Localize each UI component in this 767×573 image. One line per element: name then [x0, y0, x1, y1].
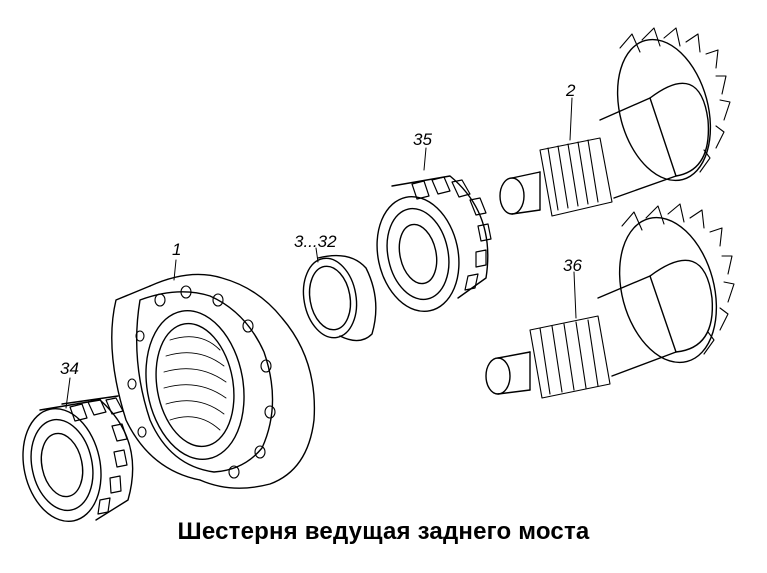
callout-1: 1	[172, 240, 182, 259]
leader-lines	[65, 97, 577, 409]
callout-2: 2	[566, 81, 576, 100]
pinion-2-teeth	[619, 27, 731, 173]
callout-34: 34	[60, 359, 79, 378]
callout-3-32: 3...32	[294, 232, 337, 251]
bearing-34	[22, 395, 134, 523]
pinion-36-teeth	[621, 203, 735, 355]
housing-1-bolt-holes	[127, 285, 276, 479]
pinion-2-splines	[539, 137, 613, 217]
pinion-36-splines	[529, 315, 611, 399]
figure-caption: Шестерня ведущая заднего моста	[177, 518, 590, 545]
callout-36: 36	[563, 256, 582, 275]
bearing-35	[376, 175, 492, 313]
callout-35: 35	[413, 130, 432, 149]
housing-1-thread	[163, 336, 227, 431]
housing-1	[111, 273, 316, 489]
pinion-gear-2	[499, 27, 731, 217]
ring-3-32	[302, 254, 377, 342]
bearing-34-rollers	[69, 397, 128, 515]
pinion-gear-36	[485, 203, 735, 399]
bearing-35-rollers	[411, 176, 492, 291]
